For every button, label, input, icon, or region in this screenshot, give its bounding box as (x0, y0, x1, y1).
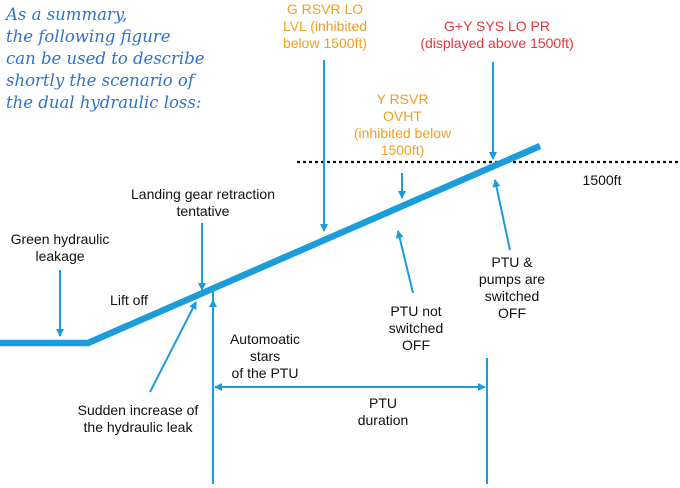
intro-line: the following figure (6, 27, 171, 46)
ptu-not-switched-line: switched (388, 320, 444, 336)
intro-line: shortly the scenario of (6, 71, 194, 90)
g-rsvr-lo-line: LVL (inhibited (282, 18, 368, 34)
ptu-not-switched-line: OFF (402, 337, 430, 353)
green-leakage-line: Green hydraulic (10, 231, 110, 247)
lift-off-label: Lift off (98, 292, 160, 309)
altitude-1500ft-text: 1500ft (582, 172, 622, 188)
y-rsvr-ovht-line: OVHT (383, 108, 422, 124)
intro-text: As a summary, the following figure can b… (6, 4, 231, 114)
gy-sys-lo-pr-line: G+Y SYS LO PR (444, 18, 550, 34)
y-rsvr-ovht-line: Y RSVR (376, 91, 429, 107)
flight-path-line (0, 143, 542, 347)
auto-ptu-start-line: Automoatic (229, 331, 301, 347)
g-rsvr-lo-line: G RSVR LO (286, 1, 364, 17)
gy-sys-lo-pr-label: G+Y SYS LO PR (displayed above 1500ft) (399, 18, 595, 52)
lift-off-text: Lift off (110, 292, 148, 308)
landing-gear-line: tentative (176, 203, 230, 219)
ptu-pumps-off-line: switched (484, 288, 540, 304)
y-rsvr-ovht-line: (inhibited below (353, 125, 452, 141)
sudden-increase-arrow (149, 301, 197, 393)
ptu-duration-line: PTU (369, 395, 397, 411)
ptu-duration-line: duration (357, 412, 409, 428)
ptu-pumps-off-line: pumps are (478, 271, 546, 287)
intro-line: can be used to describe (6, 49, 205, 68)
ptu-pumps-off-arrow (492, 179, 511, 251)
ptu-pumps-off-line: OFF (498, 305, 526, 321)
sudden-increase-line: Sudden increase of (77, 402, 199, 418)
ptu-duration-label: PTU duration (343, 395, 423, 429)
green-leakage-line: leakage (35, 248, 85, 264)
ptu-not-switched-label: PTU not switched OFF (380, 303, 452, 354)
y-rsvr-ovht-line: 1500ft) (380, 142, 425, 158)
g-rsvr-lo-line: below 1500ft) (282, 35, 368, 51)
green-leakage-label: Green hydraulic leakage (0, 231, 120, 265)
landing-gear-line: Landing gear retraction (131, 186, 275, 202)
g-rsvr-lo-label: G RSVR LO LVL (inhibited below 1500ft) (259, 1, 391, 52)
auto-ptu-start-label: Automoatic stars of the PTU (220, 331, 310, 382)
intro-line: As a summary, (6, 5, 128, 24)
ptu-not-switched-line: PTU not (390, 303, 442, 319)
sudden-increase-line: the hydraulic leak (83, 419, 193, 435)
gy-sys-lo-pr-line: (displayed above 1500ft) (420, 35, 574, 51)
auto-ptu-start-line: stars (249, 348, 281, 364)
altitude-1500ft-label: 1500ft (562, 172, 642, 189)
y-rsvr-ovht-label: Y RSVR OVHT (inhibited below 1500ft) (335, 91, 470, 159)
ptu-pumps-off-label: PTU & pumps are switched OFF (467, 254, 557, 322)
ptu-not-switched-arrow (395, 230, 414, 294)
landing-gear-label: Landing gear retraction tentative (103, 186, 303, 220)
intro-line: the dual hydraulic loss: (6, 93, 202, 112)
sudden-increase-label: Sudden increase of the hydraulic leak (64, 402, 212, 436)
auto-ptu-start-line: of the PTU (231, 365, 299, 381)
ptu-pumps-off-line: PTU & (491, 254, 533, 270)
